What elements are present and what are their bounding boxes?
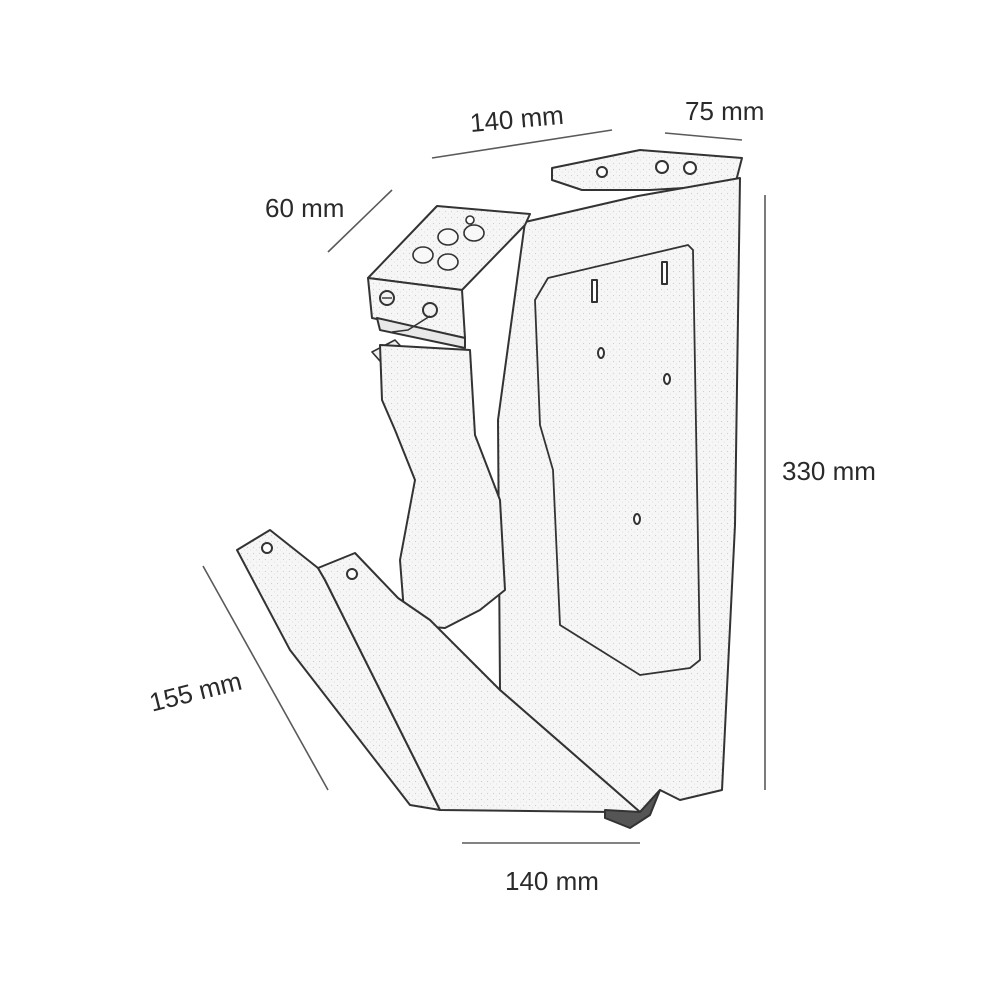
screw-hole xyxy=(597,347,605,359)
screw-hole xyxy=(633,513,641,525)
keypad-button xyxy=(437,253,459,271)
side-depth-label: 60 mm xyxy=(265,193,345,223)
dim-line-depth-60 xyxy=(327,189,393,253)
lid-strip xyxy=(376,317,466,349)
keypad-button xyxy=(463,224,485,242)
keyhole-icon xyxy=(422,302,438,318)
dimension-lines xyxy=(202,129,766,844)
dim-line-top-width xyxy=(431,129,613,159)
bracket-hole xyxy=(655,160,669,174)
dim-line-155 xyxy=(202,565,329,791)
safe-body xyxy=(236,149,743,829)
bottom-latch xyxy=(604,789,661,829)
keypad-button xyxy=(437,228,459,246)
door-hinge-hole xyxy=(261,542,273,554)
screw-hole xyxy=(663,373,671,385)
drop-door-front xyxy=(317,552,641,813)
height-label: 330 mm xyxy=(782,456,876,486)
keypad-button xyxy=(412,246,434,264)
top-depth-label: 75 mm xyxy=(685,96,765,126)
drawer-cavity xyxy=(379,344,506,629)
keypad-buttons xyxy=(412,215,485,271)
side-panel xyxy=(497,177,741,813)
keypad-top xyxy=(367,205,531,291)
indicator-light xyxy=(465,215,475,225)
slot xyxy=(591,279,598,303)
door-hinge-hole xyxy=(346,568,358,580)
top-width-label: 140 mm xyxy=(468,99,565,138)
bottom-width-label: 140 mm xyxy=(505,866,599,896)
bracket-hole xyxy=(596,166,608,178)
bracket-hole xyxy=(683,161,697,175)
inner-panel xyxy=(534,244,701,676)
dim-line-top-depth xyxy=(664,132,743,141)
slot xyxy=(661,261,668,285)
